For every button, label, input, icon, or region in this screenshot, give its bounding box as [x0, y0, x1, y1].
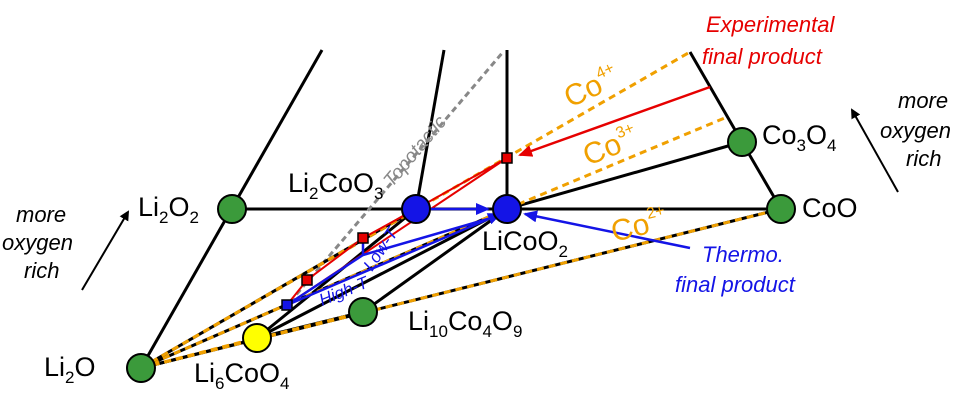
experimental-arrow	[518, 85, 711, 157]
edge-vert-li2coo3	[414, 49, 446, 210]
node-li2o	[126, 353, 156, 383]
more-oxygen-left: more oxygen rich	[2, 202, 73, 283]
more-oxygen-arrow-left	[81, 210, 130, 291]
high-t-path	[286, 212, 502, 307]
li2o-to-li2coo3-dashed	[140, 207, 417, 370]
experimental-label: Experimental final product	[702, 12, 836, 69]
svg-text:rich: rich	[906, 146, 941, 171]
thermo-label: Thermo. final product	[675, 242, 796, 297]
edge-licoo2-li10co4o9	[362, 207, 508, 314]
exp-square-1	[301, 274, 313, 286]
label-li6coo4: Li6CoO4	[194, 358, 289, 393]
node-co3o4	[727, 127, 757, 157]
svg-text:oxygen: oxygen	[2, 230, 73, 255]
thermo-arrow	[523, 210, 691, 250]
svg-text:more: more	[16, 202, 66, 227]
exp-square-3	[501, 152, 513, 164]
thermo-square	[281, 299, 293, 311]
edge-li6-licoo2	[256, 207, 508, 340]
label-li10co4o9: Li10Co4O9	[408, 306, 522, 341]
svg-text:final product: final product	[675, 272, 796, 297]
thermo-pathways	[286, 203, 502, 307]
svg-text:rich: rich	[24, 258, 59, 283]
more-oxygen-right: more oxygen rich	[880, 88, 951, 171]
node-li2coo3	[401, 194, 431, 224]
intermediate-markers	[281, 152, 513, 311]
phase-nodes	[126, 127, 796, 383]
label-co3o4: Co3O4	[762, 120, 836, 155]
node-coo	[766, 194, 796, 224]
svg-text:final product: final product	[702, 44, 823, 69]
label-topotactic: Topotactic	[380, 112, 452, 192]
label-licoo2: LiCoO2	[482, 226, 568, 261]
more-oxygen-arrow-right	[851, 108, 899, 193]
li2o-to-li6-dashed	[140, 336, 258, 370]
exp-square-2	[357, 232, 369, 244]
label-li2coo3: Li2CoO3	[288, 168, 383, 203]
svg-text:oxygen: oxygen	[880, 118, 951, 143]
low-t-path	[362, 214, 499, 257]
node-li6coo4	[242, 323, 272, 353]
edge-licoo2-co3o4	[506, 140, 743, 211]
node-li10co4o9	[348, 297, 378, 327]
svg-text:Experimental: Experimental	[706, 12, 836, 37]
label-li2o: Li2O	[44, 352, 96, 387]
label-li2o2: Li2O2	[138, 192, 199, 227]
label-co4: Co4+	[559, 60, 625, 115]
node-licoo2	[492, 194, 522, 224]
svg-text:more: more	[898, 88, 948, 113]
co3-line	[140, 115, 728, 370]
edge-top-to-co3o4	[688, 51, 744, 143]
svg-text:Thermo.: Thermo.	[702, 242, 784, 267]
node-li2o2	[217, 194, 247, 224]
label-coo: CoO	[802, 193, 858, 223]
